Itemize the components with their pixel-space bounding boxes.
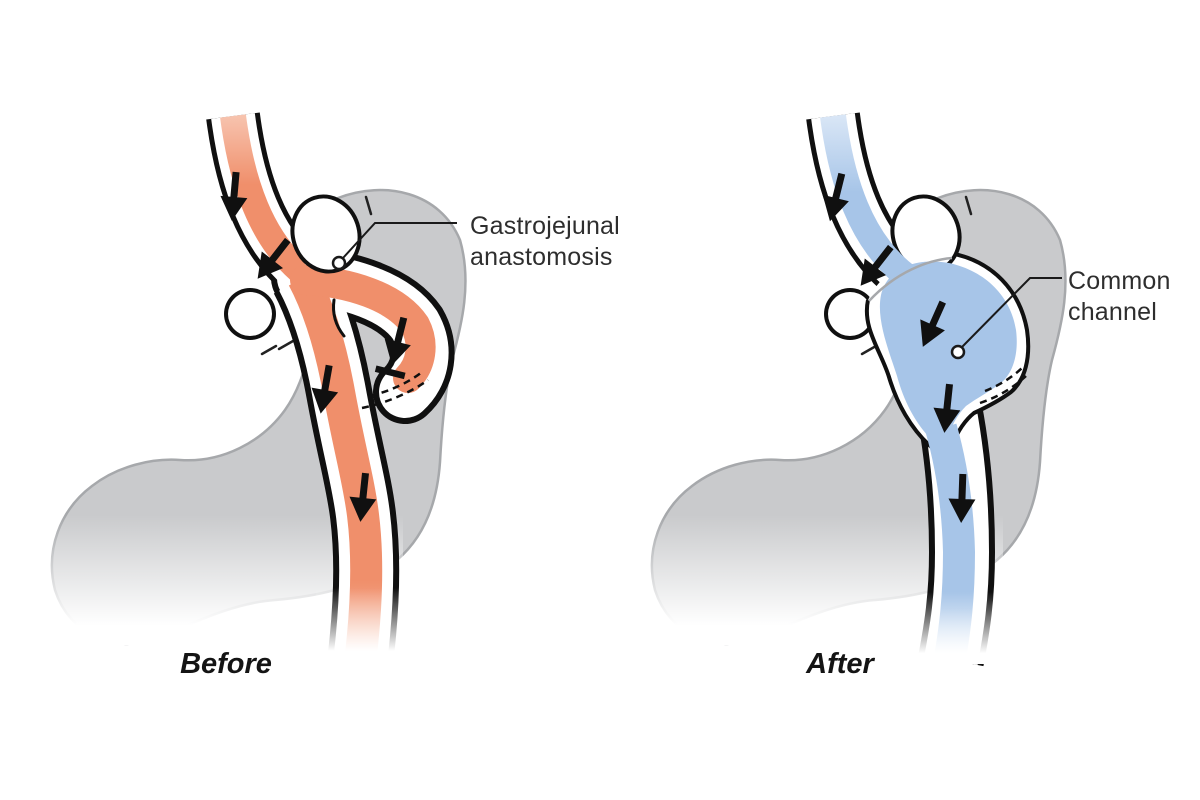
fade-out <box>316 588 420 662</box>
roux-limb-flow <box>288 270 383 656</box>
after-diagram <box>626 112 1067 667</box>
leader-line <box>342 222 457 259</box>
annotation-gastrojejunal-anastomosis: Gastrojejunal anastomosis <box>470 212 620 271</box>
before-diagram <box>26 112 467 662</box>
annotation-common-channel: Common channel <box>1068 267 1171 326</box>
leader-line <box>961 277 1062 348</box>
food-pathway-before <box>220 114 436 656</box>
stomach-outline <box>626 188 1067 647</box>
junction-fold-line <box>332 298 346 338</box>
blind-loop-flow <box>290 265 436 393</box>
anastomosis-marker-dot <box>331 255 347 271</box>
staple-line <box>369 371 423 398</box>
staple-line <box>984 365 1025 393</box>
common-channel-flow <box>879 261 1017 446</box>
staple-line <box>361 378 429 410</box>
dilated-pouch-edge <box>868 256 953 302</box>
staple-line <box>979 375 1027 405</box>
common-channel-outline <box>864 251 1031 455</box>
common-channel-marker-dot <box>950 344 966 360</box>
esophagus-flow <box>220 114 309 281</box>
fade-out <box>912 592 1016 664</box>
caption-before: Before <box>180 648 272 680</box>
caption-after: After <box>806 648 874 680</box>
